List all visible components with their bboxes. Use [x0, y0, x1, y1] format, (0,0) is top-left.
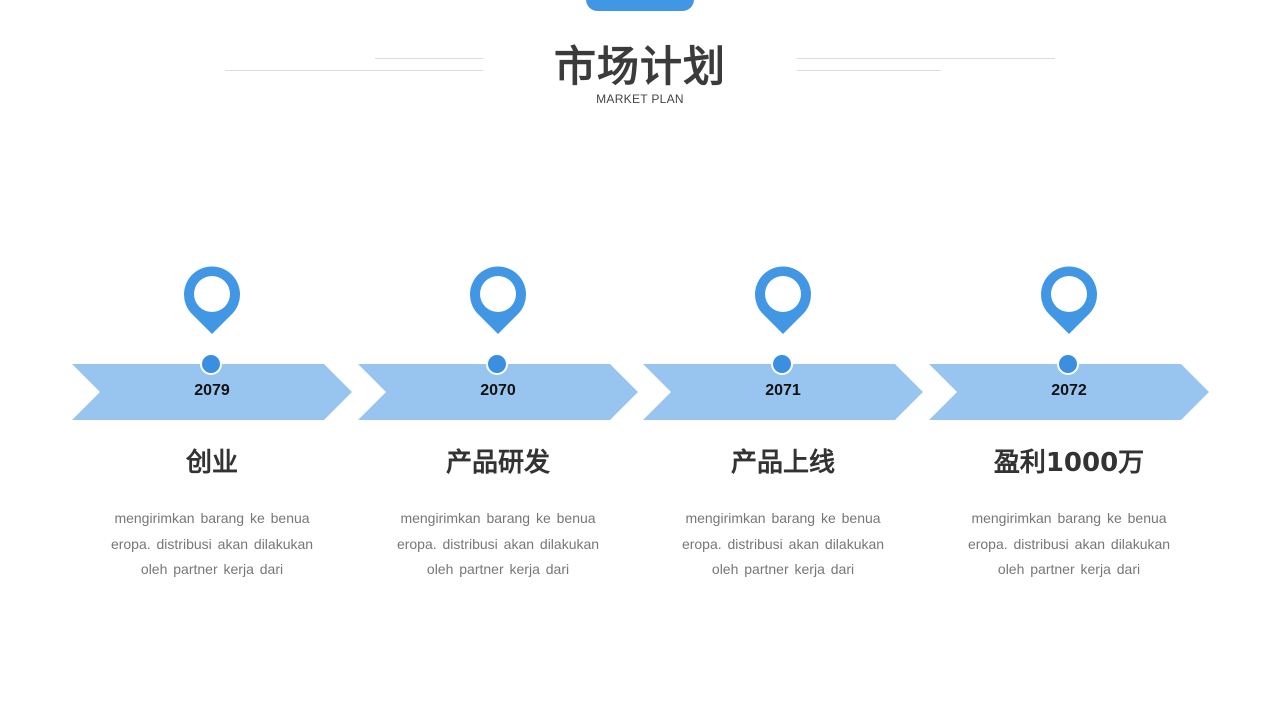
header-divider-right-long	[797, 58, 1055, 59]
timeline-arrow	[929, 364, 1209, 420]
header-divider-left-long	[225, 70, 483, 71]
step-description: mengirimkan barang ke benua eropa. distr…	[967, 510, 1171, 578]
timeline-arrow	[72, 364, 352, 420]
timeline-dot	[200, 353, 222, 375]
location-pin-icon	[755, 266, 811, 334]
header-divider-left-short	[375, 58, 483, 59]
timeline-arrow	[643, 364, 923, 420]
step-description: mengirimkan barang ke benua eropa. distr…	[681, 510, 885, 578]
step-year: 2071	[765, 382, 801, 399]
step-title: 创业	[185, 448, 238, 478]
timeline-dot	[486, 353, 508, 375]
step-year: 2079	[194, 382, 230, 399]
step-year: 2070	[480, 382, 516, 399]
step-title: 产品研发	[445, 448, 550, 478]
location-pin-icon	[470, 266, 526, 334]
timeline-dot	[771, 353, 793, 375]
step-description: mengirimkan barang ke benua eropa. distr…	[396, 510, 600, 578]
page-title: 市场计划	[553, 42, 726, 91]
timeline-dot	[1057, 353, 1079, 375]
timeline-step-4: 2072 盈利1000万 mengirimkan barang ke benua…	[929, 262, 1209, 622]
header-divider-right-short	[797, 70, 941, 71]
location-pin-icon	[184, 266, 240, 334]
timeline-arrow	[358, 364, 638, 420]
timeline-step-3: 2071 产品上线 mengirimkan barang ke benua er…	[643, 262, 923, 622]
location-pin-icon	[1041, 266, 1097, 334]
step-year: 2072	[1051, 382, 1087, 399]
step-title: 盈利1000万	[993, 448, 1145, 478]
step-description: mengirimkan barang ke benua eropa. distr…	[110, 510, 314, 578]
top-accent-tab	[586, 0, 694, 11]
timeline-step-2: 2070 产品研发 mengirimkan barang ke benua er…	[358, 262, 638, 622]
page-subtitle: MARKET PLAN	[596, 92, 684, 106]
step-title: 产品上线	[730, 448, 835, 478]
timeline-step-1: 2079 创业 mengirimkan barang ke benua erop…	[72, 262, 352, 622]
